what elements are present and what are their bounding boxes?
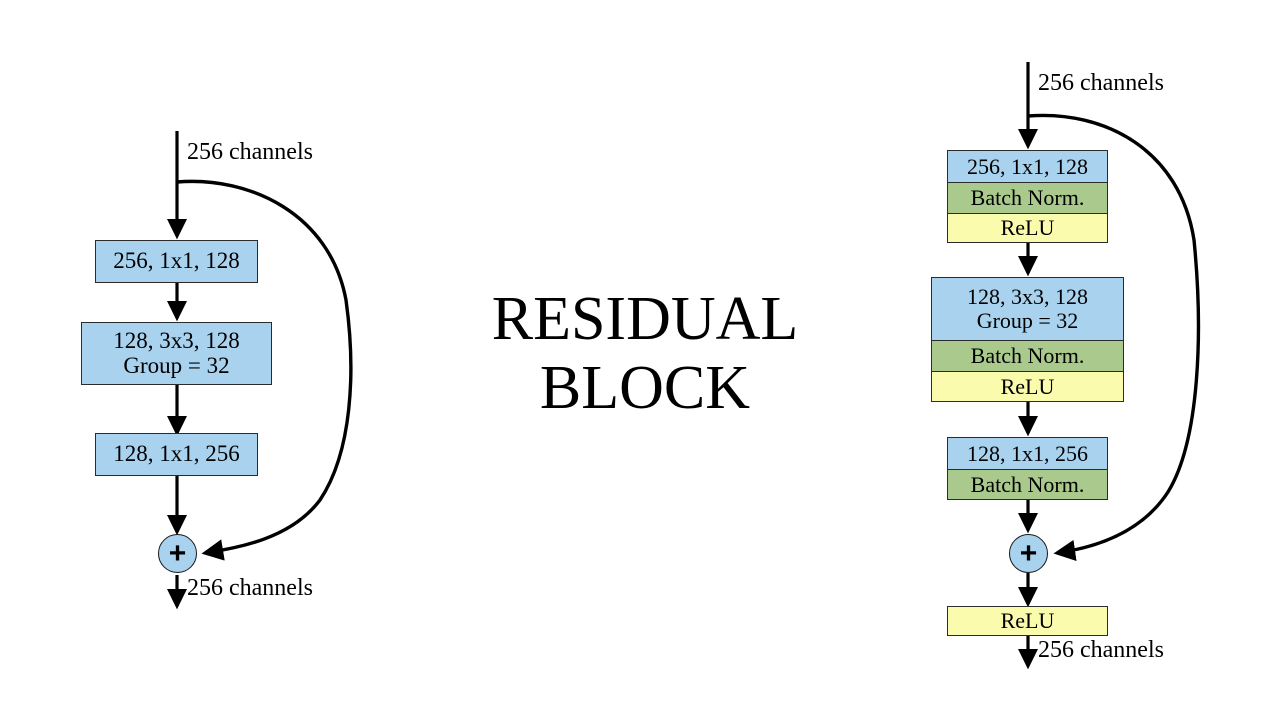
right-final-relu-label: ReLU: [1000, 608, 1055, 634]
left-output-label: 256 channels: [187, 575, 313, 601]
right-g3-batchnorm: Batch Norm.: [947, 469, 1108, 500]
right-g2-batchnorm: Batch Norm.: [931, 340, 1124, 371]
left-conv-block-1-line1: 256, 1x1, 128: [113, 248, 240, 274]
page-title: RESIDUAL BLOCK: [430, 285, 860, 424]
right-block-group-2: 128, 3x3, 128 Group = 32 Batch Norm. ReL…: [931, 277, 1124, 402]
right-g2-conv-line2: Group = 32: [976, 308, 1079, 333]
right-add-node: +: [1009, 534, 1048, 573]
left-conv-block-3: 128, 1x1, 256: [95, 433, 258, 476]
right-g3-conv: 128, 1x1, 256: [947, 437, 1108, 469]
right-block-group-3: 128, 1x1, 256 Batch Norm.: [947, 437, 1108, 500]
right-g2-conv: 128, 3x3, 128 Group = 32: [931, 277, 1124, 340]
page-title-line1: RESIDUAL: [491, 285, 799, 353]
right-g1-conv-line1: 256, 1x1, 128: [967, 153, 1088, 179]
right-g1-relu: ReLU: [947, 213, 1108, 243]
page-title-line2: BLOCK: [539, 354, 751, 423]
left-conv-block-2-line1: 128, 3x3, 128: [113, 327, 240, 353]
right-g1-batchnorm: Batch Norm.: [947, 182, 1108, 213]
right-g3-batchnorm-label: Batch Norm.: [970, 471, 1085, 497]
left-conv-block-1: 256, 1x1, 128: [95, 240, 258, 283]
left-add-node: +: [158, 534, 197, 573]
left-conv-block-2: 128, 3x3, 128 Group = 32: [81, 322, 272, 385]
right-g1-conv: 256, 1x1, 128: [947, 150, 1108, 182]
right-input-label: 256 channels: [1038, 70, 1164, 96]
right-final-relu: ReLU: [947, 606, 1108, 636]
plus-icon: +: [168, 536, 187, 570]
right-block-group-1: 256, 1x1, 128 Batch Norm. ReLU: [947, 150, 1108, 243]
left-conv-block-3-line1: 128, 1x1, 256: [113, 441, 240, 467]
right-g2-relu-label: ReLU: [1000, 373, 1055, 399]
right-g1-relu-label: ReLU: [1000, 215, 1055, 241]
right-g2-relu: ReLU: [931, 371, 1124, 402]
left-input-label: 256 channels: [187, 139, 313, 165]
left-conv-block-2-line2: Group = 32: [123, 352, 230, 378]
right-g3-conv-line1: 128, 1x1, 256: [967, 440, 1088, 466]
plus-icon: +: [1019, 536, 1038, 570]
right-g2-conv-line1: 128, 3x3, 128: [967, 284, 1088, 310]
right-output-label: 256 channels: [1038, 637, 1164, 663]
right-g2-batchnorm-label: Batch Norm.: [970, 343, 1085, 369]
right-g1-batchnorm-label: Batch Norm.: [970, 185, 1085, 211]
